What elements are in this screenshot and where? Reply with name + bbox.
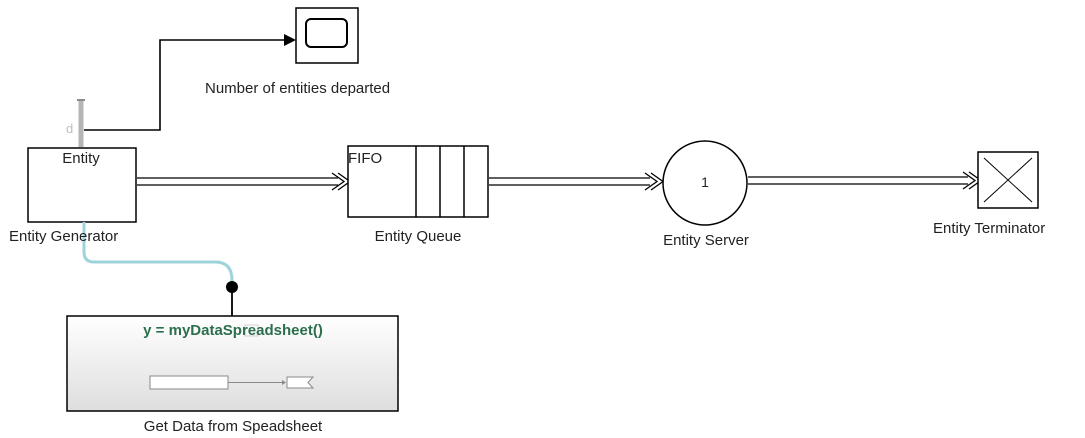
entity-queue-block[interactable] [347, 145, 489, 218]
entity-server-block[interactable] [662, 140, 748, 226]
function-label: Get Data from Speadsheet [143, 418, 323, 435]
function-port-icon [244, 324, 259, 337]
event-line-to-function[interactable] [82, 222, 234, 287]
queue-label: Entity Queue [374, 228, 462, 245]
get-data-function-block[interactable] [66, 315, 399, 412]
scope-block[interactable] [295, 7, 359, 64]
server-label: Entity Server [663, 232, 749, 249]
queue-inner-text: FIFO [348, 150, 383, 167]
generator-label: Entity Generator [9, 228, 119, 245]
entity-line-generator-to-queue[interactable] [137, 172, 352, 191]
function-code-text: y = myDataSpreadsheet() [143, 322, 323, 339]
function-preview-icon [149, 375, 315, 390]
generator-port-label: d [66, 121, 74, 136]
terminator-label: Entity Terminator [933, 220, 1046, 237]
generator-output-port-stub[interactable] [77, 99, 85, 147]
function-input-connector[interactable] [226, 281, 238, 316]
entity-terminator-block[interactable] [977, 151, 1039, 209]
entity-generator-block[interactable] [27, 147, 137, 223]
entity-line-server-to-terminator[interactable] [748, 171, 983, 190]
signal-line-to-scope[interactable] [84, 34, 296, 131]
scope-label: Number of entities departed [205, 80, 391, 97]
entity-line-queue-to-server[interactable] [489, 172, 665, 191]
x-icon [983, 157, 1033, 203]
generator-inner-text: Entity [62, 150, 100, 167]
scope-icon [305, 18, 348, 48]
server-inner-text: 1 [701, 174, 709, 190]
